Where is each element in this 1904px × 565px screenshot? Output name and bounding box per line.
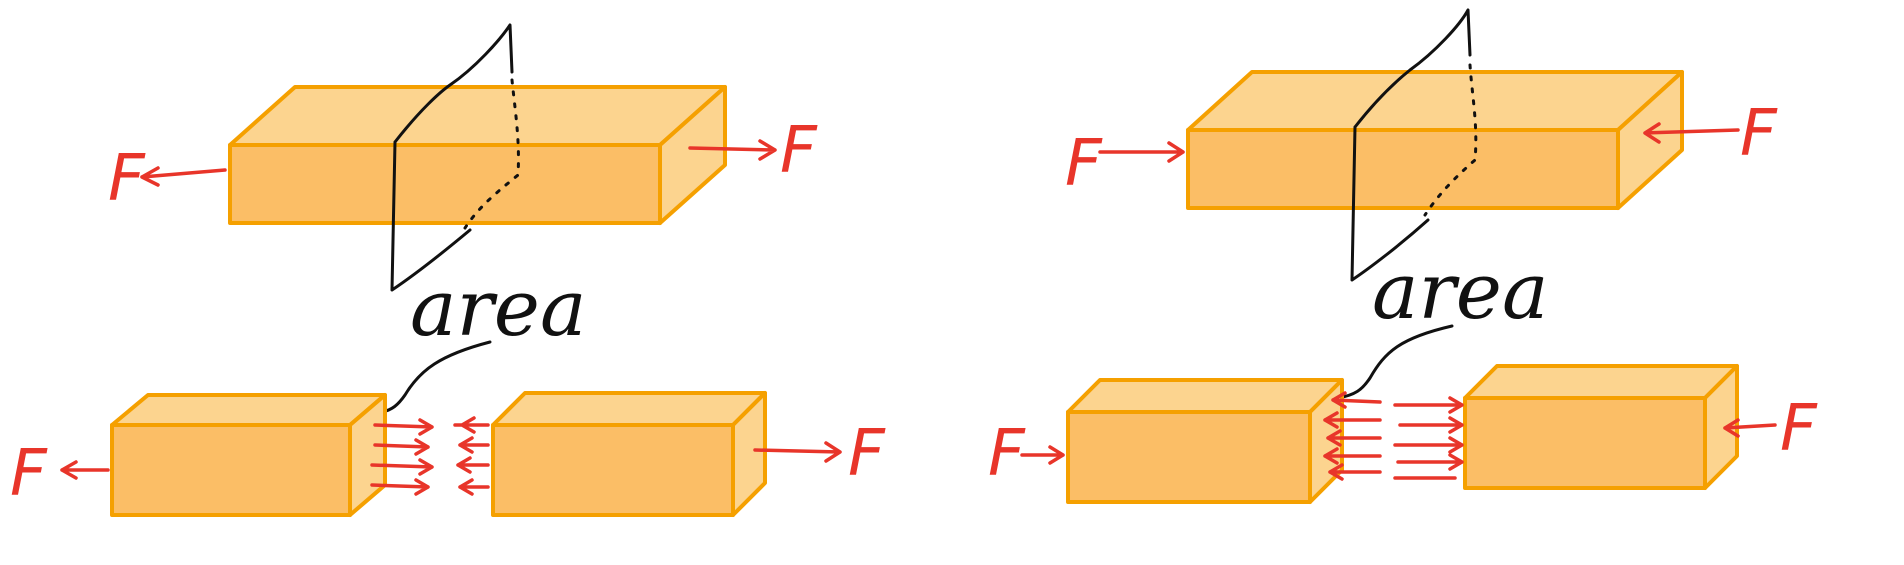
force-label: F [780, 114, 818, 188]
compression-piece-right-force: F [1723, 392, 1818, 466]
stress-arrow [1393, 396, 1464, 414]
bar-front-face [228, 143, 662, 225]
piece-front-face [110, 423, 352, 517]
bar-front-face [1186, 128, 1620, 210]
stress-arrow [370, 458, 434, 476]
tension-panel: F F area [10, 23, 886, 517]
compression-whole-right-force: F [1643, 97, 1778, 171]
compression-whole-left-force: F [1065, 127, 1185, 201]
bar-top-face [228, 85, 727, 147]
force-label: F [848, 417, 886, 491]
tension-whole-left-force: F [108, 142, 227, 216]
force-label: F [1740, 97, 1778, 171]
area-leader-line [1336, 324, 1454, 400]
stress-arrow [1393, 436, 1464, 454]
stress-arrow [1328, 463, 1382, 481]
stress-arrow [1323, 447, 1382, 465]
cutting-plane-outline [390, 23, 514, 292]
force-arrow [60, 460, 110, 480]
compression-panel: F F area [988, 8, 1818, 504]
force-arrow [1020, 445, 1065, 465]
tension-whole-bar [228, 85, 727, 225]
force-arrow [1643, 122, 1740, 144]
force-arrow [688, 139, 777, 161]
tension-cutting-plane [390, 23, 520, 292]
stress-arrow [1398, 416, 1464, 434]
stress-arrow [458, 436, 490, 454]
force-arrow [1723, 418, 1777, 438]
piece-top-face [1066, 378, 1344, 414]
tension-whole-right-force: F [688, 114, 818, 188]
piece-front-face [1066, 410, 1312, 504]
force-label: F [988, 417, 1026, 491]
force-label: F [108, 142, 146, 216]
piece-top-face [491, 391, 767, 427]
compression-piece-left-force: F [988, 417, 1065, 491]
stress-arrow [458, 478, 490, 496]
stress-arrow [1331, 391, 1382, 409]
piece-front-face [1463, 396, 1707, 490]
force-arrow [140, 166, 227, 187]
tension-left-piece [110, 393, 387, 517]
stress-arrow [1323, 411, 1382, 429]
force-label: F [1780, 392, 1818, 466]
stress-arrow [370, 478, 430, 496]
cutting-plane-hidden-edge [1423, 63, 1478, 217]
compression-left-piece [1066, 378, 1344, 504]
cutting-plane-hidden-edge [463, 78, 520, 230]
tension-internal-stress-arrows [370, 416, 490, 496]
tension-piece-right-force: F [753, 417, 886, 491]
stress-arrow [373, 438, 430, 456]
tension-right-piece [491, 391, 767, 517]
stress-arrow [1396, 453, 1464, 471]
stress-arrow [456, 456, 490, 474]
bar-top-face [1186, 70, 1684, 132]
compression-internal-stress-arrows [1323, 391, 1464, 481]
compression-whole-bar [1186, 70, 1684, 210]
area-leader-line [380, 340, 492, 414]
compression-cutting-plane [1350, 8, 1478, 282]
force-arrow [1098, 141, 1185, 163]
cutting-plane-outline [1350, 8, 1472, 282]
force-label: F [10, 437, 48, 511]
piece-front-face [491, 423, 735, 517]
piece-top-face [1463, 364, 1739, 400]
stress-arrow [453, 416, 490, 434]
stress-arrow [373, 418, 434, 436]
tension-piece-left-force: F [10, 437, 110, 511]
stress-arrow [1326, 429, 1382, 447]
force-arrow [753, 441, 842, 463]
compression-right-piece [1463, 364, 1739, 490]
area-label: area [410, 264, 586, 354]
force-label: F [1065, 127, 1103, 201]
area-label: area [1372, 247, 1548, 337]
piece-top-face [110, 393, 387, 427]
